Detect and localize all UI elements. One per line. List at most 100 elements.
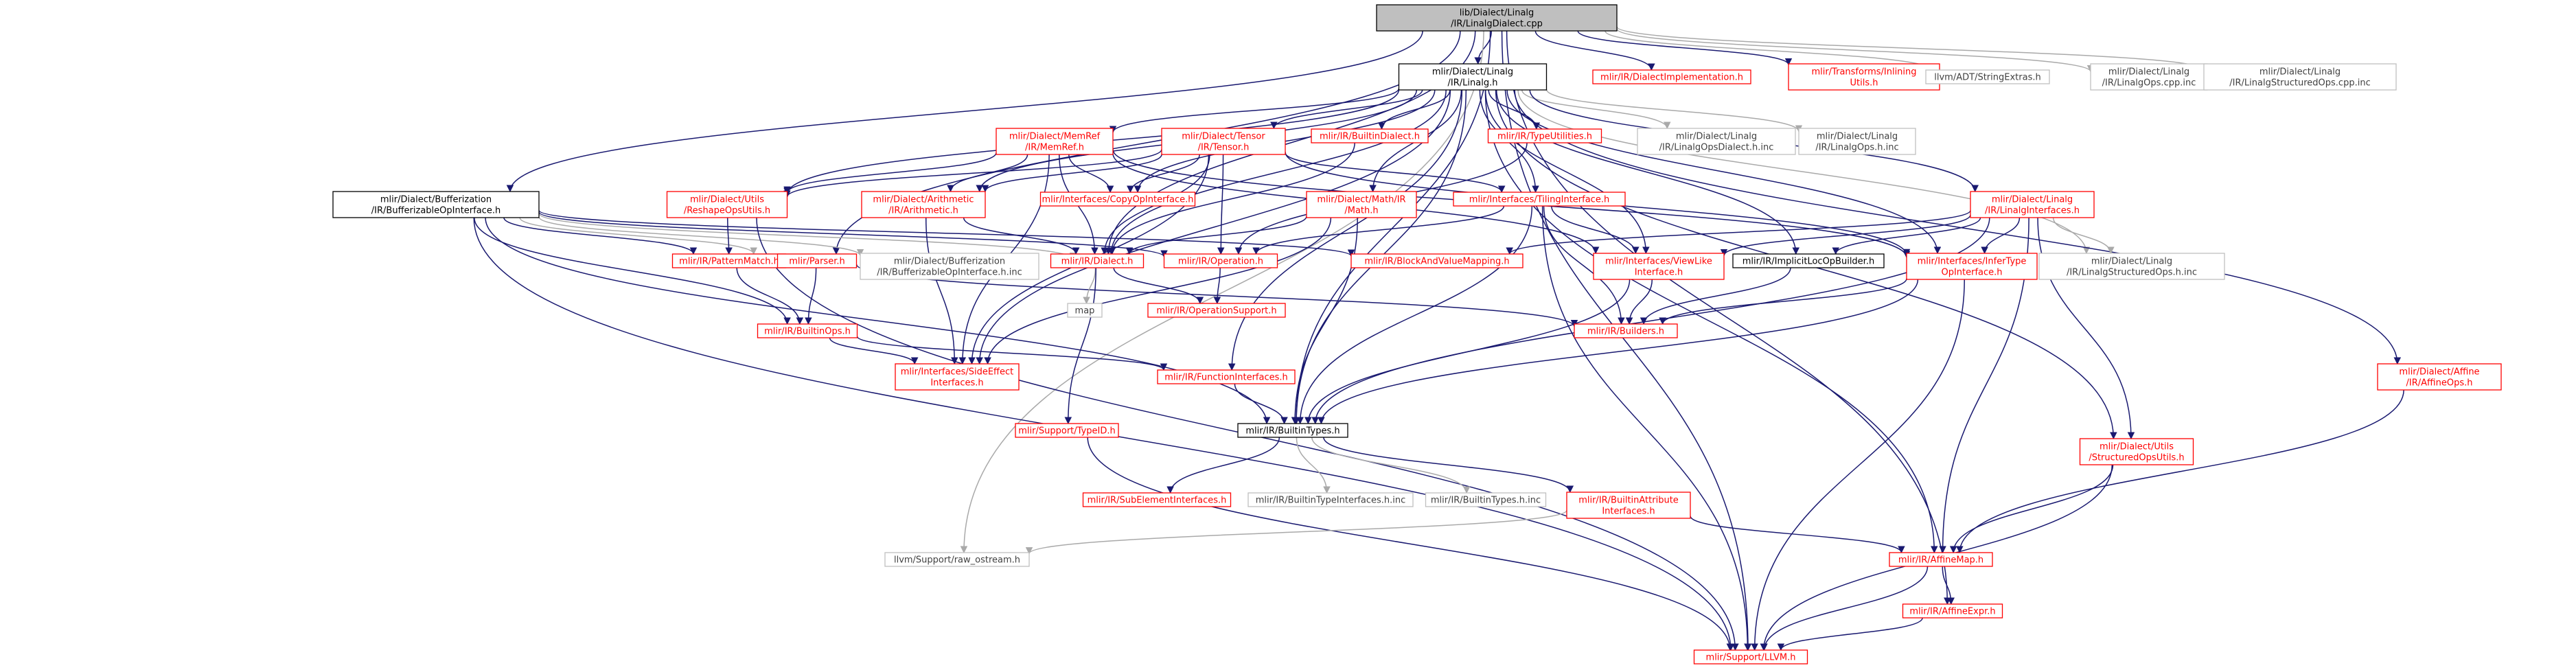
- node-label: mlir/Transforms/Inlining: [1811, 67, 1916, 78]
- node-label: mlir/Dialect/MemRef: [1009, 132, 1101, 142]
- node-label: mlir/IR/BuiltinOps.h: [764, 327, 851, 337]
- edge-root-to-bufferizable: [506, 30, 1423, 193]
- node-label: llvm/Support/raw_ostream.h: [894, 555, 1020, 566]
- edge-infertype-to-builders: [1659, 278, 1907, 325]
- edge-tiling-to-builders: [1543, 205, 1625, 325]
- node-box: [2038, 253, 2225, 280]
- node-box: [895, 363, 1020, 391]
- graph-node-affineops[interactable]: mlir/Dialect/Affine/IR/AffineOps.h: [2377, 363, 2502, 391]
- graph-node-linalg-h[interactable]: mlir/Dialect/Linalg/IR/Linalg.h: [1398, 63, 1548, 91]
- edge-tensor-to-arith: [981, 154, 1162, 193]
- node-label: /IR/LinalgOps.cpp.inc: [2102, 78, 2196, 89]
- graph-node-builtinops[interactable]: mlir/IR/BuiltinOps.h: [757, 323, 858, 338]
- graph-node-patternmatch[interactable]: mlir/IR/PatternMatch.h: [671, 253, 787, 268]
- node-label: mlir/IR/BuiltinTypes.h: [1245, 426, 1339, 437]
- edge-tensor-to-operation: [1217, 154, 1225, 255]
- node-box: [1082, 492, 1232, 507]
- graph-node-operation[interactable]: mlir/IR/Operation.h: [1163, 253, 1278, 268]
- node-label: mlir/IR/Builders.h: [1587, 327, 1664, 337]
- node-box: [1453, 192, 1626, 207]
- graph-node-builders[interactable]: mlir/IR/Builders.h: [1574, 323, 1678, 338]
- node-box: [1067, 303, 1103, 318]
- graph-node-tiling[interactable]: mlir/Interfaces/TilingInterface.h: [1453, 192, 1626, 207]
- graph-node-affineexpr[interactable]: mlir/IR/AffineExpr.h: [1902, 603, 2003, 619]
- node-box: [1566, 492, 1691, 519]
- edge-irdialect-to-typeid: [1064, 267, 1096, 425]
- graph-node-builtindialect[interactable]: mlir/IR/BuiltinDialect.h: [1311, 128, 1429, 143]
- node-label: mlir/IR/BuiltinDialect.h: [1320, 132, 1420, 142]
- node-box: [1593, 253, 1725, 280]
- node-label: Interface.h: [1635, 268, 1683, 278]
- node-label: /IR/MemRef.h: [1025, 143, 1084, 153]
- edge-reshapeops-to-patternmatch: [725, 217, 733, 255]
- edge-memref-to-arith: [947, 154, 1028, 193]
- graph-node-bufferizable[interactable]: mlir/Dialect/Bufferization/IR/Bufferizab…: [332, 191, 540, 218]
- edge-memref-to-copyop: [1068, 154, 1114, 194]
- graph-node-opsupport[interactable]: mlir/IR/OperationSupport.h: [1147, 303, 1286, 318]
- edge-root-to-raw-ostream: [960, 30, 1484, 554]
- node-label: /IR/Arithmetic.h: [888, 206, 958, 216]
- graph-node-math[interactable]: mlir/Dialect/Math/IR/Math.h: [1306, 191, 1417, 218]
- graph-node-affinemap[interactable]: mlir/IR/AffineMap.h: [1889, 552, 1993, 567]
- graph-node-dialect-impl[interactable]: mlir/IR/DialectImplementation.h: [1592, 69, 1751, 84]
- edge-linalg-h-to-copyop: [1134, 89, 1436, 194]
- graph-node-blockvalue[interactable]: mlir/IR/BlockAndValueMapping.h: [1350, 253, 1523, 268]
- graph-node-builtintypes[interactable]: mlir/IR/BuiltinTypes.h: [1237, 423, 1348, 438]
- edge-bufferizable-to-builtintypes: [485, 217, 1271, 425]
- graph-node-reshapeops[interactable]: mlir/Dialect/Utils/ReshapeOpsUtils.h: [666, 191, 788, 218]
- node-box: [2377, 363, 2502, 391]
- graph-node-implicitloc[interactable]: mlir/IR/ImplicitLocOpBuilder.h: [1732, 253, 1885, 268]
- graph-node-linalgstruct-h-inc: mlir/Dialect/Linalg/IR/LinalgStructuredO…: [2038, 253, 2225, 280]
- graph-node-memref[interactable]: mlir/Dialect/MemRef/IR/MemRef.h: [996, 128, 1114, 155]
- node-label: mlir/Dialect/Linalg: [1676, 132, 1757, 142]
- node-box: [757, 323, 858, 338]
- edge-linalginterfaces-to-builtintypes: [1311, 217, 1990, 425]
- node-label: mlir/Support/LLVM.h: [1706, 653, 1796, 663]
- graph-node-copyop[interactable]: mlir/Interfaces/CopyOpInterface.h: [1039, 192, 1196, 207]
- edge-linalg-h-to-funcinterfaces: [1228, 89, 1463, 371]
- edge-root-to-linalg-h: [1474, 30, 1493, 65]
- node-label: lib/Dialect/Linalg: [1460, 8, 1534, 19]
- node-box: [2079, 438, 2194, 465]
- node-label: mlir/Interfaces/CopyOpInterface.h: [1042, 195, 1194, 205]
- node-label: /IR/BufferizableOpInterface.h.inc: [877, 268, 1022, 278]
- node-label: mlir/Interfaces/SideEffect: [901, 367, 1014, 378]
- node-label: mlir/Dialect/Linalg: [2091, 257, 2172, 267]
- graph-node-structuredopsutils[interactable]: mlir/Dialect/Utils/StructuredOpsUtils.h: [2079, 438, 2194, 465]
- graph-node-root[interactable]: lib/Dialect/Linalg/IR/LinalgDialect.cpp: [1376, 4, 1618, 32]
- graph-node-subelement[interactable]: mlir/IR/SubElementInterfaces.h: [1082, 492, 1232, 507]
- node-label: mlir/Dialect/Bufferization: [380, 195, 492, 205]
- graph-node-llvm-h[interactable]: mlir/Support/LLVM.h: [1693, 649, 1808, 665]
- graph-node-funcinterfaces[interactable]: mlir/IR/FunctionInterfaces.h: [1157, 369, 1296, 384]
- edge-builtindialect-to-irdialect: [1108, 142, 1355, 255]
- graph-node-typeid[interactable]: mlir/Support/TypeID.h: [1015, 423, 1119, 438]
- graph-node-irdialect[interactable]: mlir/IR/Dialect.h: [1050, 253, 1145, 268]
- edge-arith-to-irdialect: [963, 217, 1080, 255]
- node-label: mlir/IR/BuiltinTypeInterfaces.h.inc: [1256, 496, 1406, 506]
- node-label: /IR/LinalgOpsDialect.h.inc: [1659, 143, 1774, 153]
- graph-node-tensor[interactable]: mlir/Dialect/Tensor/IR/Tensor.h: [1161, 128, 1286, 155]
- node-box: [777, 253, 858, 268]
- node-box: [1732, 253, 1885, 268]
- node-box: [2203, 63, 2397, 91]
- node-label: /IR/LinalgStructuredOps.h.inc: [2067, 268, 2197, 278]
- edge-arith-to-sideeffect: [925, 217, 958, 365]
- graph-node-parser[interactable]: mlir/Parser.h: [777, 253, 858, 268]
- edge-builtintypes-to-subelement: [1166, 437, 1280, 494]
- node-label: mlir/Support/TypeID.h: [1018, 426, 1115, 437]
- edge-bufferizable-to-bufferizable-inc: [538, 216, 864, 257]
- graph-node-linalginterfaces[interactable]: mlir/Dialect/Linalg/IR/LinalgInterfaces.…: [1970, 191, 2095, 218]
- edge-structuredopsutils-to-affinemap: [1949, 464, 2114, 554]
- graph-node-typeutils[interactable]: mlir/IR/TypeUtilities.h: [1487, 128, 1602, 143]
- edge-tiling-to-builtintypes: [1296, 205, 1533, 425]
- node-box: [1350, 253, 1523, 268]
- graph-node-arith[interactable]: mlir/Dialect/Arithmetic/IR/Arithmetic.h: [861, 191, 986, 218]
- node-box: [1050, 253, 1145, 268]
- edge-linalginterfaces-to-implicitloc: [1832, 217, 1981, 255]
- edge-linalg-h-to-affinemap: [1484, 89, 1938, 554]
